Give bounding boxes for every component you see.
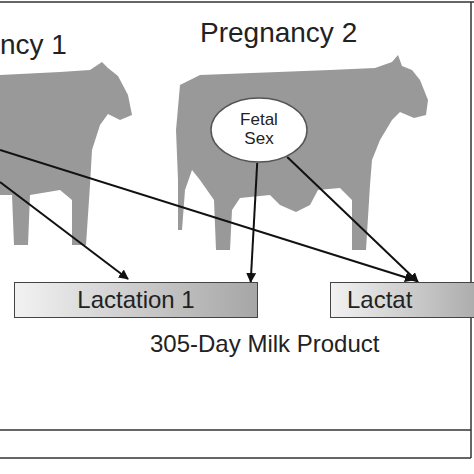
pregnancy-label: Pregnancy 2: [200, 16, 357, 50]
node-text: Lactat: [347, 287, 412, 313]
frame-line: [0, 429, 471, 431]
cow-silhouette: [176, 55, 428, 250]
arrow-connector: [251, 163, 258, 282]
frame-line: [0, 457, 471, 459]
pregnancy-label: ncy 1: [0, 28, 67, 62]
node-text: Fetal Sex: [229, 111, 289, 148]
cow-silhouette: [0, 62, 132, 245]
frame-line: [470, 2, 472, 458]
lactation-box: Lactat: [330, 282, 474, 318]
axis-label: 305-Day Milk Product: [150, 330, 379, 359]
fetal-sex-ellipse: Fetal Sex: [210, 97, 308, 163]
arrow-line: [0, 150, 414, 280]
lactation-box: Lactation 1: [14, 282, 258, 318]
arrow-line: [0, 182, 128, 279]
arrow-connector: [287, 157, 418, 282]
node-text: Lactation 1: [77, 287, 194, 313]
frame-line: [0, 1, 474, 3]
